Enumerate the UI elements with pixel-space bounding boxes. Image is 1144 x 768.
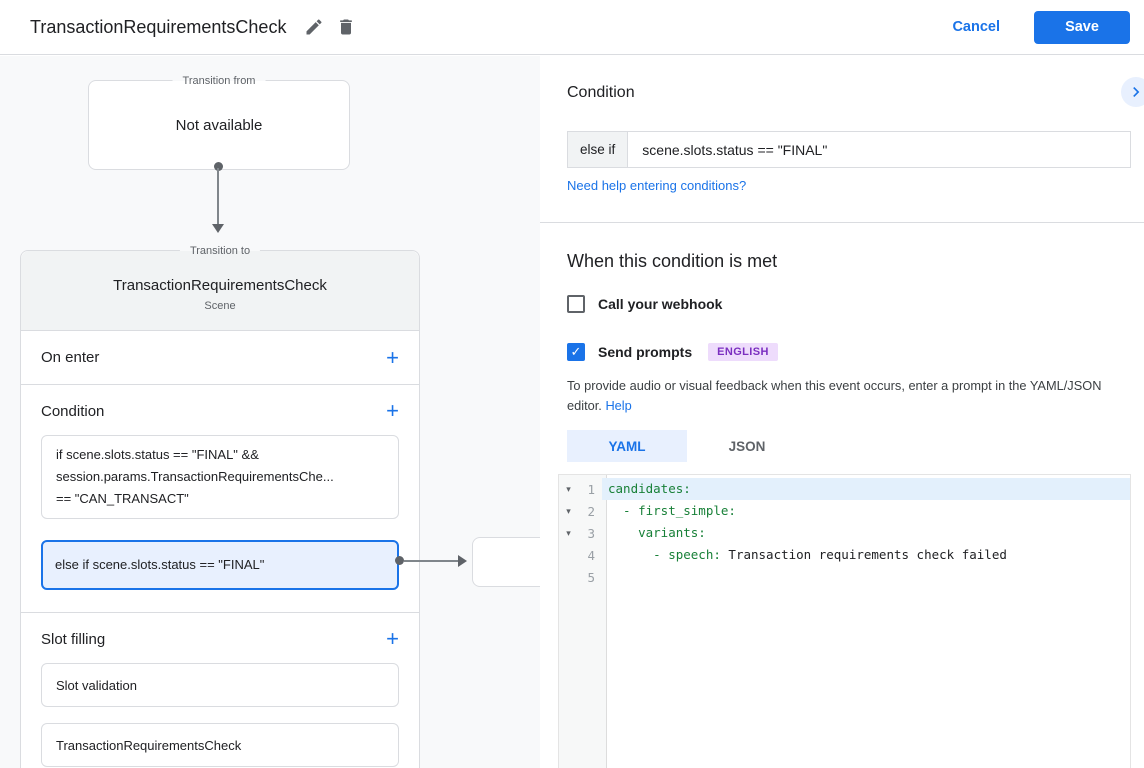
add-slot-button[interactable]: +: [386, 626, 399, 651]
add-condition-button[interactable]: +: [386, 398, 399, 423]
next-scene-node[interactable]: [472, 537, 540, 587]
conditions-help-link[interactable]: Need help entering conditions?: [567, 178, 747, 193]
condition-section: Condition + if scene.slots.status == "FI…: [21, 385, 419, 613]
arrow-right-icon: [458, 555, 467, 567]
collapse-panel-button[interactable]: [1121, 77, 1144, 107]
send-prompts-row: ✓ Send prompts ENGLISH: [567, 343, 778, 361]
delete-scene-button[interactable]: [330, 11, 362, 43]
condition-met-title: When this condition is met: [567, 251, 778, 271]
panel-title: Condition: [567, 84, 635, 101]
panel-divider: [540, 222, 1144, 223]
condition-label: Condition: [41, 402, 105, 420]
connector-dot: [214, 162, 223, 171]
editor-line: ▾ 2 - first_simple:: [559, 500, 1130, 522]
line-number: 3: [587, 525, 595, 541]
editor-line: 5: [559, 566, 1130, 588]
connector-dot: [395, 556, 404, 565]
condition-text-line: else if scene.slots.status == "FINAL": [55, 557, 265, 572]
slot-filling-section: Slot filling + Slot validation Transacti…: [21, 613, 419, 768]
tab-json[interactable]: JSON: [687, 430, 807, 462]
edit-scene-button[interactable]: [298, 11, 330, 43]
editor-gutter: [559, 475, 607, 768]
code-line[interactable]: [602, 566, 1130, 588]
flow-canvas: Transition from Not available Transition…: [0, 56, 540, 768]
yaml-code-editor[interactable]: ▾ 1 candidates: ▾ 2 - first_simple: ▾ 3 …: [558, 474, 1131, 768]
call-webhook-row: Call your webhook: [567, 295, 722, 313]
language-badge: ENGLISH: [708, 343, 778, 361]
send-prompts-label[interactable]: Send prompts: [598, 344, 693, 360]
fold-arrow-icon[interactable]: ▾: [566, 483, 571, 494]
condition-card-selected[interactable]: else if scene.slots.status == "FINAL": [41, 540, 399, 590]
condition-expression-value[interactable]: scene.slots.status == "FINAL": [642, 141, 828, 158]
yaml-key: candidates:: [608, 481, 691, 496]
code-line[interactable]: variants:: [602, 522, 1130, 544]
line-number: 2: [587, 503, 595, 519]
line-number: 5: [587, 569, 595, 585]
editor-lines: ▾ 1 candidates: ▾ 2 - first_simple: ▾ 3 …: [559, 475, 1130, 588]
slot-filling-section-header: Slot filling +: [41, 626, 399, 651]
condition-panel: Condition else if scene.slots.status == …: [540, 56, 1144, 768]
editor-line: ▾ 3 variants:: [559, 522, 1130, 544]
transition-to-legend: Transition to: [179, 243, 261, 259]
yaml-key: - speech:: [608, 547, 721, 562]
condition-expression-input[interactable]: else if scene.slots.status == "FINAL": [567, 131, 1131, 168]
editor-line: 4 - speech: Transaction requirements che…: [559, 544, 1130, 566]
yaml-value: Transaction requirements check failed: [720, 547, 1007, 562]
condition-section-header: Condition +: [41, 398, 399, 423]
save-button[interactable]: Save: [1034, 10, 1130, 44]
send-prompts-checkbox[interactable]: ✓: [567, 343, 585, 361]
fold-arrow-icon[interactable]: ▾: [566, 527, 571, 538]
code-line[interactable]: candidates:: [602, 478, 1130, 500]
page-title: TransactionRequirementsCheck: [30, 16, 287, 37]
yaml-key: variants:: [608, 525, 706, 540]
editor-tabs: YAML JSON: [567, 430, 807, 462]
condition-card[interactable]: if scene.slots.status == "FINAL" && sess…: [41, 435, 399, 519]
helper-text: To provide audio or visual feedback when…: [567, 378, 1102, 413]
on-enter-label: On enter: [41, 349, 100, 366]
add-on-enter-button[interactable]: +: [386, 344, 399, 370]
connector-line: [217, 168, 219, 224]
scene-header: TransactionRequirementsCheck Scene: [21, 251, 419, 331]
cancel-button[interactable]: Cancel: [952, 19, 1000, 35]
pencil-icon: [304, 17, 324, 37]
slot-card-label: TransactionRequirementsCheck: [56, 737, 242, 753]
check-icon: ✓: [570, 344, 582, 359]
scene-name: TransactionRequirementsCheck: [113, 277, 327, 294]
line-number: 4: [587, 547, 595, 563]
tab-yaml[interactable]: YAML: [567, 430, 687, 462]
slot-card[interactable]: Slot validation: [41, 663, 399, 707]
transition-to-node: Transition to TransactionRequirementsChe…: [20, 243, 420, 768]
arrow-down-icon: [212, 224, 224, 233]
on-enter-row: On enter +: [21, 331, 419, 385]
transition-from-node: Transition from Not available: [88, 73, 350, 170]
condition-prefix: else if: [568, 132, 629, 167]
chevron-right-icon: [1126, 82, 1144, 102]
prompts-helper-text: To provide audio or visual feedback when…: [567, 376, 1135, 416]
transition-from-legend: Transition from: [172, 73, 266, 89]
slot-filling-label: Slot filling: [41, 630, 106, 648]
top-bar: TransactionRequirementsCheck Cancel Save: [0, 0, 1144, 55]
slot-card-label: Slot validation: [56, 677, 137, 693]
trash-icon: [336, 17, 356, 37]
call-webhook-label[interactable]: Call your webhook: [598, 296, 723, 312]
connector-line: [404, 560, 458, 562]
editor-line: ▾ 1 candidates:: [559, 478, 1130, 500]
prompts-help-link[interactable]: Help: [605, 398, 632, 413]
line-number: 1: [587, 481, 595, 497]
scene-type: Scene: [204, 300, 236, 312]
code-line[interactable]: - speech: Transaction requirements check…: [602, 544, 1130, 566]
yaml-key: - first_simple:: [608, 503, 736, 518]
code-line[interactable]: - first_simple:: [602, 500, 1130, 522]
slot-card[interactable]: TransactionRequirementsCheck: [41, 723, 399, 767]
condition-text-line: == "CAN_TRANSACT": [56, 491, 189, 506]
fold-arrow-icon[interactable]: ▾: [566, 505, 571, 516]
call-webhook-checkbox[interactable]: [567, 295, 585, 313]
condition-text-line: if scene.slots.status == "FINAL" &&: [56, 447, 259, 462]
transition-from-value: Not available: [175, 116, 263, 134]
condition-text-line: session.params.TransactionRequirementsCh…: [56, 469, 334, 484]
